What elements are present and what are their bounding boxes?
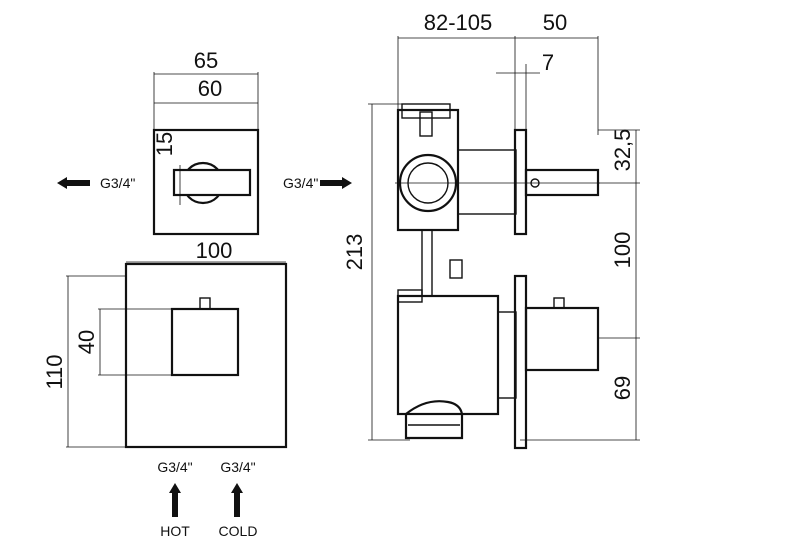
- inlet-hot-thread: G3/4": [157, 459, 192, 475]
- upper-trim-lever: [172, 168, 252, 197]
- dim-plate-height: 110: [42, 354, 67, 389]
- lower-valve-cap: [404, 400, 464, 440]
- dim-body-depth: 82-105: [424, 10, 493, 35]
- inlet-hot-label: HOT: [160, 523, 190, 539]
- side-view: G3/4" 82-105 50 7 213 32,5 100 69: [283, 10, 640, 450]
- dim-width-outer: 65: [194, 48, 218, 73]
- inlet-hot-arrow-icon: [169, 483, 181, 517]
- plate-view: 100 110 40 G3/4" G3/4" HOT COLD: [42, 238, 288, 539]
- inlet-cold-label: COLD: [219, 523, 258, 539]
- dim-total-height: 213: [342, 234, 367, 271]
- plate-outline: [124, 262, 288, 449]
- upper-trim-plate: [152, 128, 260, 236]
- dim-plate-width: 100: [196, 238, 233, 263]
- dim-handle-size: 40: [74, 330, 99, 354]
- dim-axis-spacing: 100: [610, 232, 635, 269]
- upper-trim-view: 65 60 15 G3/4": [57, 48, 260, 236]
- outlet-right-arrow-icon: [320, 177, 352, 189]
- outlet-left-thread: G3/4": [100, 175, 135, 191]
- inlet-cold-arrow-icon: [231, 483, 243, 517]
- dim-handle-offset: 15: [152, 132, 177, 156]
- outlet-left-arrow-icon: [57, 177, 90, 189]
- lower-side-knob: [524, 306, 600, 372]
- inlet-cold-thread: G3/4": [220, 459, 255, 475]
- dim-trim-depth: 50: [543, 10, 567, 35]
- dim-plate-thickness: 7: [542, 50, 554, 75]
- lower-body: [396, 294, 500, 416]
- plate-handle-knob: [199, 297, 211, 310]
- plate-handle: [170, 307, 240, 377]
- upper-side-lever: [524, 168, 600, 197]
- outlet-right-thread: G3/4": [283, 175, 318, 191]
- dim-lower-axis: 69: [610, 376, 635, 400]
- dim-width-inner: 60: [198, 76, 222, 101]
- dim-upper-axis: 32,5: [610, 129, 635, 172]
